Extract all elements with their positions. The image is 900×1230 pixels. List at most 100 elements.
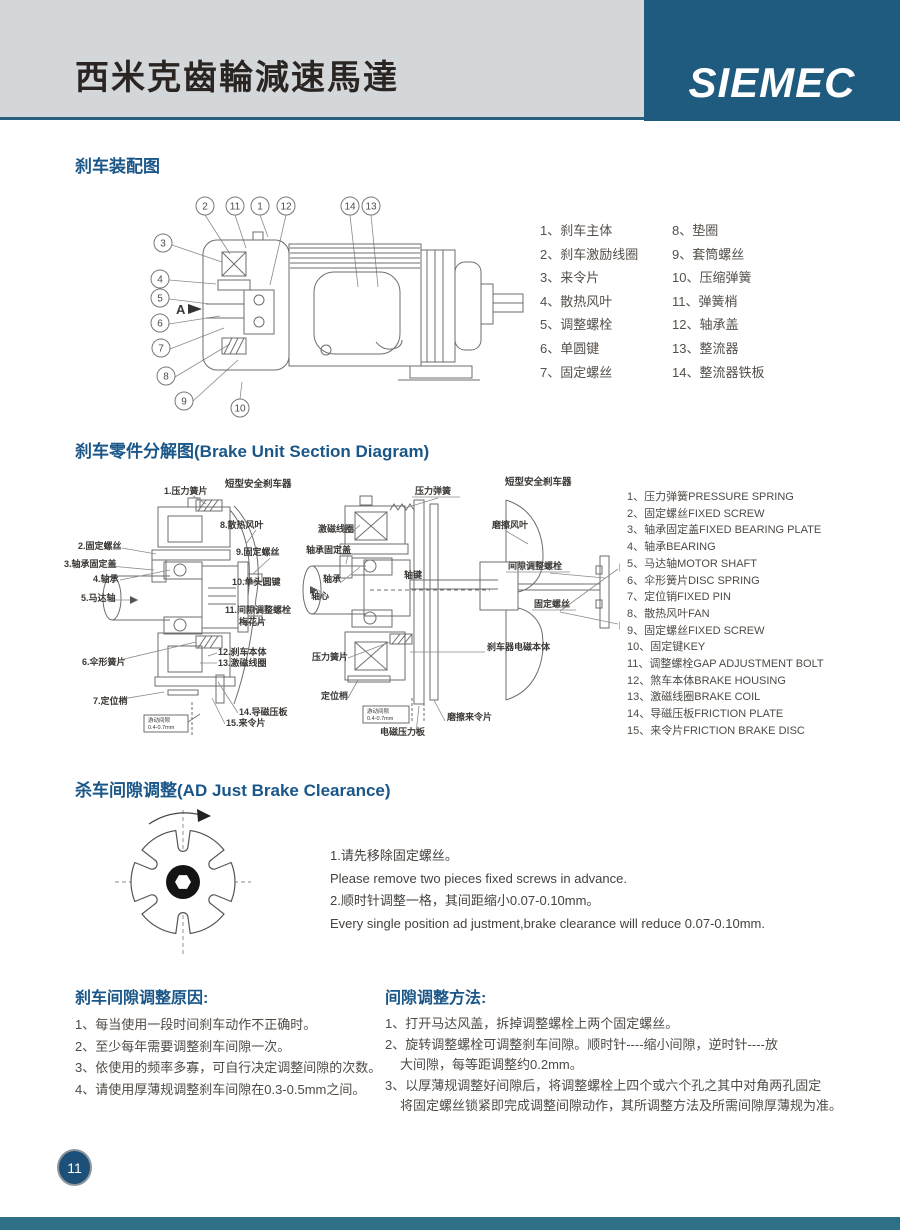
- callout-numbers: 2 11 1 12 14 13 3 4 5 6 7 8 9 10: [157, 202, 377, 415]
- label-r12: 刹车器电磁本体: [487, 641, 551, 652]
- label-l10: 10.单头圆键: [232, 576, 282, 587]
- reasons-list: 1、每当使用一段时间刹车动作不正确时。 2、至少每年需要调整刹车间隙一次。 3、…: [75, 1014, 381, 1100]
- parts-item: 2、固定螺丝FIXED SCREW: [627, 507, 765, 520]
- callout-circles: [150, 196, 381, 418]
- parts-item: 10、固定键KEY: [627, 641, 706, 654]
- callout-9: 9: [181, 397, 187, 408]
- section-title-assembly: 刹车装配图: [75, 157, 160, 176]
- method-line: 大间隙，每等距调整约0.2mm。: [400, 1057, 583, 1072]
- parts-item: 6、单圆键: [540, 340, 600, 356]
- left-section-drawing: [102, 497, 263, 736]
- label-gap-left-2: 0.4-0.7mm: [148, 725, 175, 731]
- parts-item: 9、套筒螺丝: [672, 246, 745, 262]
- label-r6: 压力簧片: [312, 651, 348, 662]
- parts-item: 4、轴承BEARING: [627, 541, 716, 554]
- label-r3: 轴承固定盖: [306, 544, 351, 555]
- motor-drawing: [202, 231, 524, 381]
- parts-item: 8、垫圈: [672, 223, 719, 238]
- label-l12: 12.刹车本体: [218, 646, 268, 657]
- page-number-badge: 11: [57, 1149, 92, 1186]
- parts-item: 9、固定螺丝FIXED SCREW: [627, 624, 765, 637]
- label-r5: 轴心: [311, 590, 329, 601]
- right-section-drawing: [302, 495, 620, 724]
- callout-1: 1: [257, 202, 263, 213]
- label-r8: 磨擦风叶: [491, 519, 528, 530]
- assembly-parts-col2: 8、垫圈 9、套筒螺丝 10、压缩弹簧 11、弹簧梢 12、轴承盖 13、整流器…: [672, 219, 764, 384]
- methods-title: 间隙调整方法:: [385, 990, 487, 1007]
- label-l6: 6.伞形簧片: [82, 656, 126, 667]
- methods-list: 1、打开马达风盖，拆掉调整螺栓上两个固定螺丝。 2、旋转调整螺栓可调整刹车间隙。…: [385, 1014, 842, 1117]
- assembly-leader-lines: [168, 214, 379, 402]
- label-r9: 间隙调整螺栓: [508, 560, 562, 571]
- shaft-arrow-icon: [130, 596, 138, 604]
- brand-logo: SIEMEC: [644, 0, 900, 121]
- reason-item: 3、依使用的频率多寡，可自行决定调整间隙的次数。: [75, 1060, 382, 1076]
- page-number: 11: [67, 1159, 82, 1176]
- label-r11: 固定螺丝: [534, 598, 570, 609]
- parts-item: 10、压缩弹簧: [672, 270, 752, 286]
- reason-item: 2、至少每年需要调整刹车间隙一次。: [75, 1038, 291, 1054]
- assembly-parts-col1: 1、刹车主体 2、刹车激励线圈 3、来令片 4、散热风叶 5、调整螺栓 6、单圆…: [540, 219, 638, 384]
- view-a-label: A: [176, 302, 186, 317]
- parts-item: 6、伞形簧片DISC SPRING: [627, 574, 760, 587]
- parts-item: 14、导磁压板FRICTION PLATE: [627, 708, 784, 721]
- label-gap-right-2: 0.4-0.7mm: [367, 716, 394, 722]
- method-line: 2、旋转调整螺栓可调整刹车间隙。顺时针----缩小间隙，逆时针----放: [385, 1036, 778, 1052]
- parts-item: 13、激磁线圈BRAKE COIL: [627, 691, 761, 704]
- callout-8: 8: [163, 372, 169, 383]
- label-r2: 激磁线圈: [318, 523, 354, 534]
- callout-12: 12: [280, 202, 292, 213]
- method-line: 3、以厚薄规调整好间隙后，将调整螺栓上四个或六个孔之其中对角两孔固定: [385, 1077, 822, 1093]
- view-a-arrow-icon: [188, 304, 202, 314]
- label-l1: 1.压力簧片: [164, 485, 208, 496]
- callout-3: 3: [160, 239, 166, 250]
- label-l14: 14.导磁压板: [239, 706, 289, 717]
- label-l4: 4.轴承: [93, 573, 119, 584]
- label-l2: 2.固定螺丝: [78, 540, 122, 551]
- rotation-arrow-curve: [148, 812, 202, 825]
- reasons-title: 刹车间隙调整原因:: [75, 990, 209, 1007]
- parts-item: 8、散热风叶FAN: [627, 607, 710, 620]
- parts-item: 5、马达轴MOTOR SHAFT: [627, 557, 757, 570]
- parts-item: 2、刹车激励线圈: [540, 246, 639, 262]
- adjustment-knob-diagram: [115, 809, 251, 954]
- right-section-leaders: [317, 496, 619, 734]
- brake-section-diagram: 短型安全刹车器 1.压力簧片 8.散热风叶 2.固定螺丝 9.固定螺丝 3.轴承…: [64, 476, 620, 737]
- parts-item: 13、整流器: [672, 340, 739, 356]
- callout-13: 13: [365, 202, 377, 213]
- page-title: 西米克齒輪減速馬達: [75, 59, 399, 97]
- label-r4: 轴承: [323, 573, 341, 584]
- rotation-arrowhead-icon: [197, 809, 211, 822]
- reason-item: 1、每当使用一段时间刹车动作不正确时。: [75, 1017, 317, 1032]
- parts-item: 4、散热风叶: [540, 293, 613, 309]
- label-l8: 8.散热风叶: [220, 519, 264, 530]
- reason-item: 4、请使用厚薄规调整刹车间隙在0.3-0.5mm之间。: [75, 1081, 366, 1097]
- parts-item: 7、定位销FIXED PIN: [627, 591, 731, 604]
- footer-band: [0, 1217, 900, 1230]
- brand-text: SIEMEC: [688, 59, 856, 106]
- label-gap-right-1: 游动间隙: [367, 707, 390, 715]
- parts-item: 1、刹车主体: [540, 223, 613, 238]
- label-r14: 电磁压力板: [380, 726, 426, 737]
- right-section-labels: 短型安全刹车器 压力弹簧 激磁线圈 磨擦风叶 轴承固定盖 间隙调整螺栓 轴承 轴…: [306, 476, 572, 737]
- left-section-labels: 短型安全刹车器 1.压力簧片 8.散热风叶 2.固定螺丝 9.固定螺丝 3.轴承…: [64, 478, 292, 731]
- parts-item: 3、来令片: [540, 270, 600, 286]
- parts-item: 3、轴承固定盖FIXED BEARING PLATE: [627, 524, 822, 537]
- method-line: 1、打开马达风盖，拆掉调整螺栓上两个固定螺丝。: [385, 1016, 679, 1031]
- callout-5: 5: [157, 294, 163, 305]
- parts-item: 12、轴承盖: [672, 317, 739, 333]
- callout-11: 11: [230, 202, 241, 213]
- label-l7: 7.定位梢: [93, 695, 128, 706]
- instruction-line: Please remove two pieces fixed screws in…: [330, 870, 627, 886]
- parts-item: 11、调整螺栓GAP ADJUSTMENT BOLT: [627, 658, 824, 671]
- instruction-line: Every single position ad justment,brake …: [330, 915, 765, 931]
- callout-14: 14: [344, 202, 356, 213]
- section-title-section-diagram: 刹车零件分解图(Brake Unit Section Diagram): [75, 442, 430, 461]
- label-r10: 轴键: [404, 569, 423, 580]
- parts-item: 7、固定螺丝: [540, 364, 613, 380]
- label-l11b: 梅花片: [239, 616, 266, 627]
- callout-10: 10: [234, 404, 246, 415]
- left-diagram-title: 短型安全刹车器: [225, 478, 292, 490]
- label-l15: 15.来令片: [226, 717, 266, 728]
